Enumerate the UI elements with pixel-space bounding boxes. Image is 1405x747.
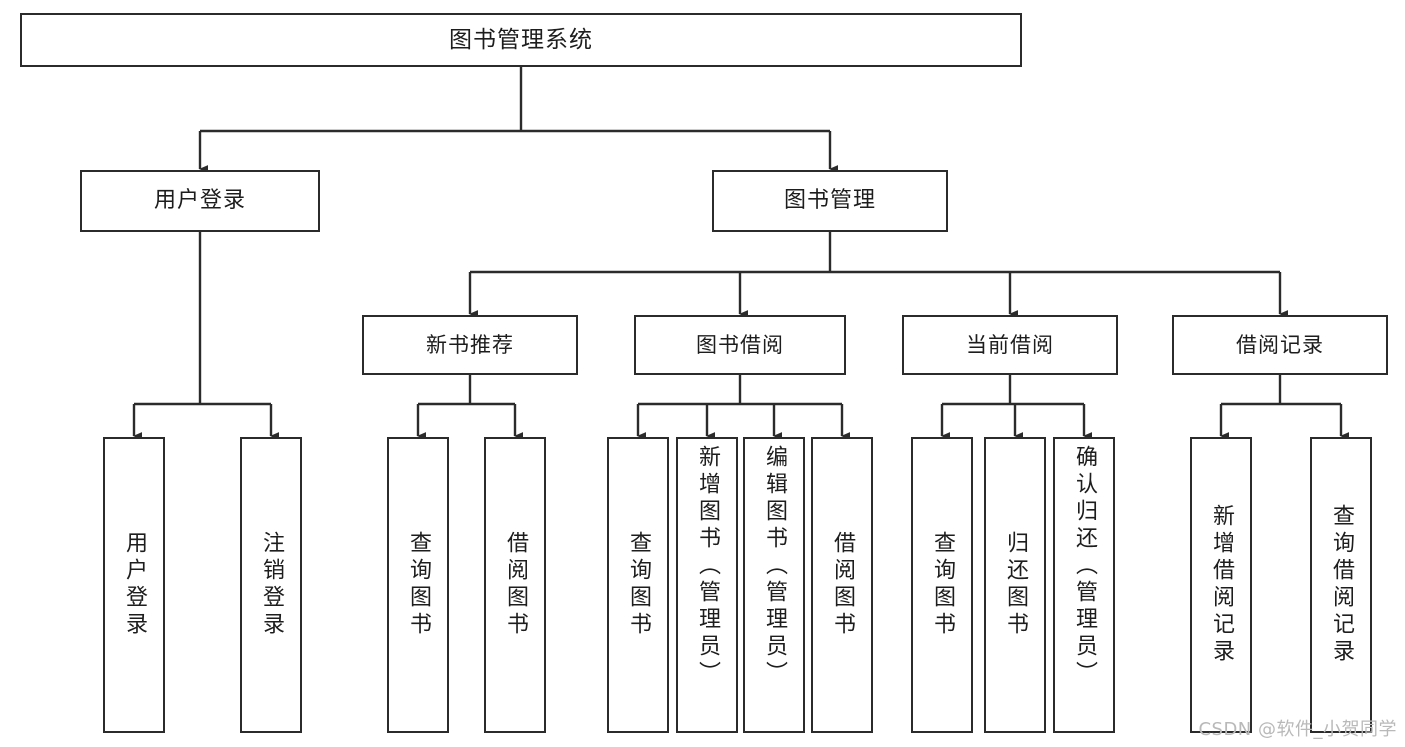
node-label-leaf-query-book-cur: 查询图书 [930,531,955,639]
node-leaf-borrow-book[interactable]: 借阅图书 [811,437,873,733]
node-new-book-recommend[interactable]: 新书推荐 [362,315,578,375]
node-leaf-add-book-admin[interactable]: 新增图书（管理员） [676,437,738,733]
node-leaf-confirm-return-admin[interactable]: 确认归还（管理员） [1053,437,1115,733]
node-leaf-query-book-cur[interactable]: 查询图书 [911,437,973,733]
node-label-leaf-borrow-book-rec: 借阅图书 [503,531,528,639]
node-label-borrow-record: 借阅记录 [1236,332,1324,357]
node-label-current-borrow: 当前借阅 [966,332,1054,357]
node-label-leaf-query-borrow-record: 查询借阅记录 [1329,504,1354,666]
node-label-leaf-edit-book-admin: 编辑图书（管理员） [762,445,787,688]
node-leaf-query-book-rec[interactable]: 查询图书 [387,437,449,733]
node-leaf-user-logout[interactable]: 注销登录 [240,437,302,733]
node-label-leaf-user-login: 用户登录 [122,531,147,639]
node-leaf-query-book-borrow[interactable]: 查询图书 [607,437,669,733]
node-user-login[interactable]: 用户登录 [80,170,320,232]
node-label-book-borrow: 图书借阅 [696,332,784,357]
node-book-manage[interactable]: 图书管理 [712,170,948,232]
node-label-leaf-confirm-return-admin: 确认归还（管理员） [1072,445,1097,688]
node-leaf-borrow-book-rec[interactable]: 借阅图书 [484,437,546,733]
node-book-borrow[interactable]: 图书借阅 [634,315,846,375]
node-label-leaf-query-book-borrow: 查询图书 [626,531,651,639]
node-label-book-manage: 图书管理 [783,188,876,213]
watermark-text: CSDN @软件_小贺同学 [1198,719,1397,740]
node-label-root: 图书管理系统 [449,26,593,53]
node-label-leaf-return-book: 归还图书 [1003,531,1028,639]
node-label-leaf-borrow-book: 借阅图书 [830,531,855,639]
edge-paths [132,67,1349,440]
node-label-leaf-query-book-rec: 查询图书 [406,531,431,639]
node-label-leaf-user-logout: 注销登录 [259,531,284,639]
node-leaf-return-book[interactable]: 归还图书 [984,437,1046,733]
node-current-borrow[interactable]: 当前借阅 [902,315,1118,375]
node-label-new-book-recommend: 新书推荐 [426,332,514,357]
node-label-leaf-add-borrow-record: 新增借阅记录 [1209,504,1234,666]
node-borrow-record[interactable]: 借阅记录 [1172,315,1388,375]
node-label-leaf-add-book-admin: 新增图书（管理员） [695,445,720,688]
node-leaf-add-borrow-record[interactable]: 新增借阅记录 [1190,437,1252,733]
node-leaf-edit-book-admin[interactable]: 编辑图书（管理员） [743,437,805,733]
node-label-user-login: 用户登录 [153,188,246,213]
node-root[interactable]: 图书管理系统 [20,13,1022,67]
node-leaf-query-borrow-record[interactable]: 查询借阅记录 [1310,437,1372,733]
node-leaf-user-login[interactable]: 用户登录 [103,437,165,733]
